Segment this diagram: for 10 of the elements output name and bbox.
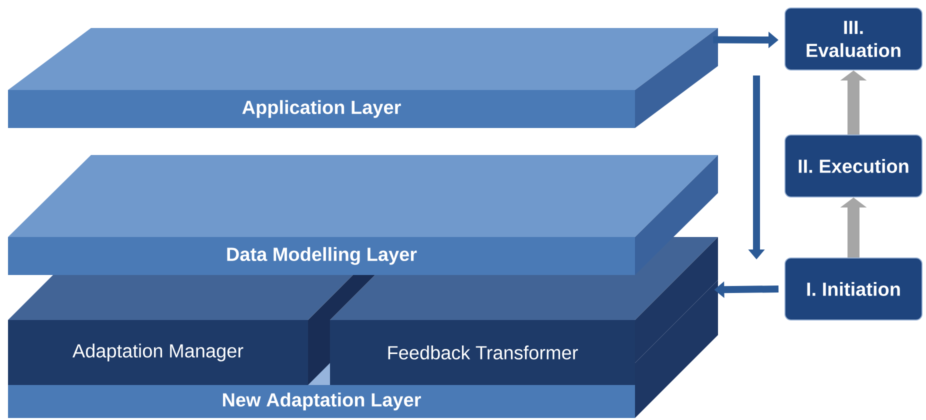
step-box: III. Evaluation <box>784 8 922 70</box>
node-label: Data Modelling Layer <box>227 247 417 265</box>
step-box: I. Initiation <box>784 257 922 320</box>
node-label: Feedback Transformer <box>388 346 578 360</box>
node-label: Application Layer <box>242 100 401 118</box>
module-block: Feedback Transformer <box>330 320 635 385</box>
module-block: Adaptation Manager <box>8 320 308 385</box>
step-box: II. Execution <box>784 134 922 198</box>
layer-slab: Application Layer <box>8 28 718 128</box>
layer-slab: Data Modelling Layer <box>8 155 718 275</box>
